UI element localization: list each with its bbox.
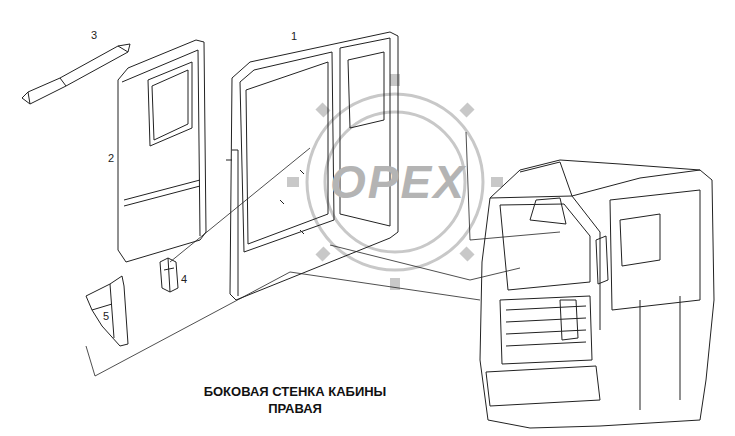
callout-number: 3 bbox=[90, 29, 98, 41]
callout-number: 2 bbox=[107, 152, 115, 164]
callout-number: 1 bbox=[290, 30, 298, 42]
watermark-gear bbox=[287, 74, 503, 290]
callout-number: 4 bbox=[180, 273, 188, 285]
watermark: OPEX bbox=[330, 157, 466, 207]
callout-number: 5 bbox=[102, 310, 110, 322]
caption: БОКОВАЯ СТЕНКА КАБИНЫ ПРАВАЯ bbox=[200, 383, 390, 417]
